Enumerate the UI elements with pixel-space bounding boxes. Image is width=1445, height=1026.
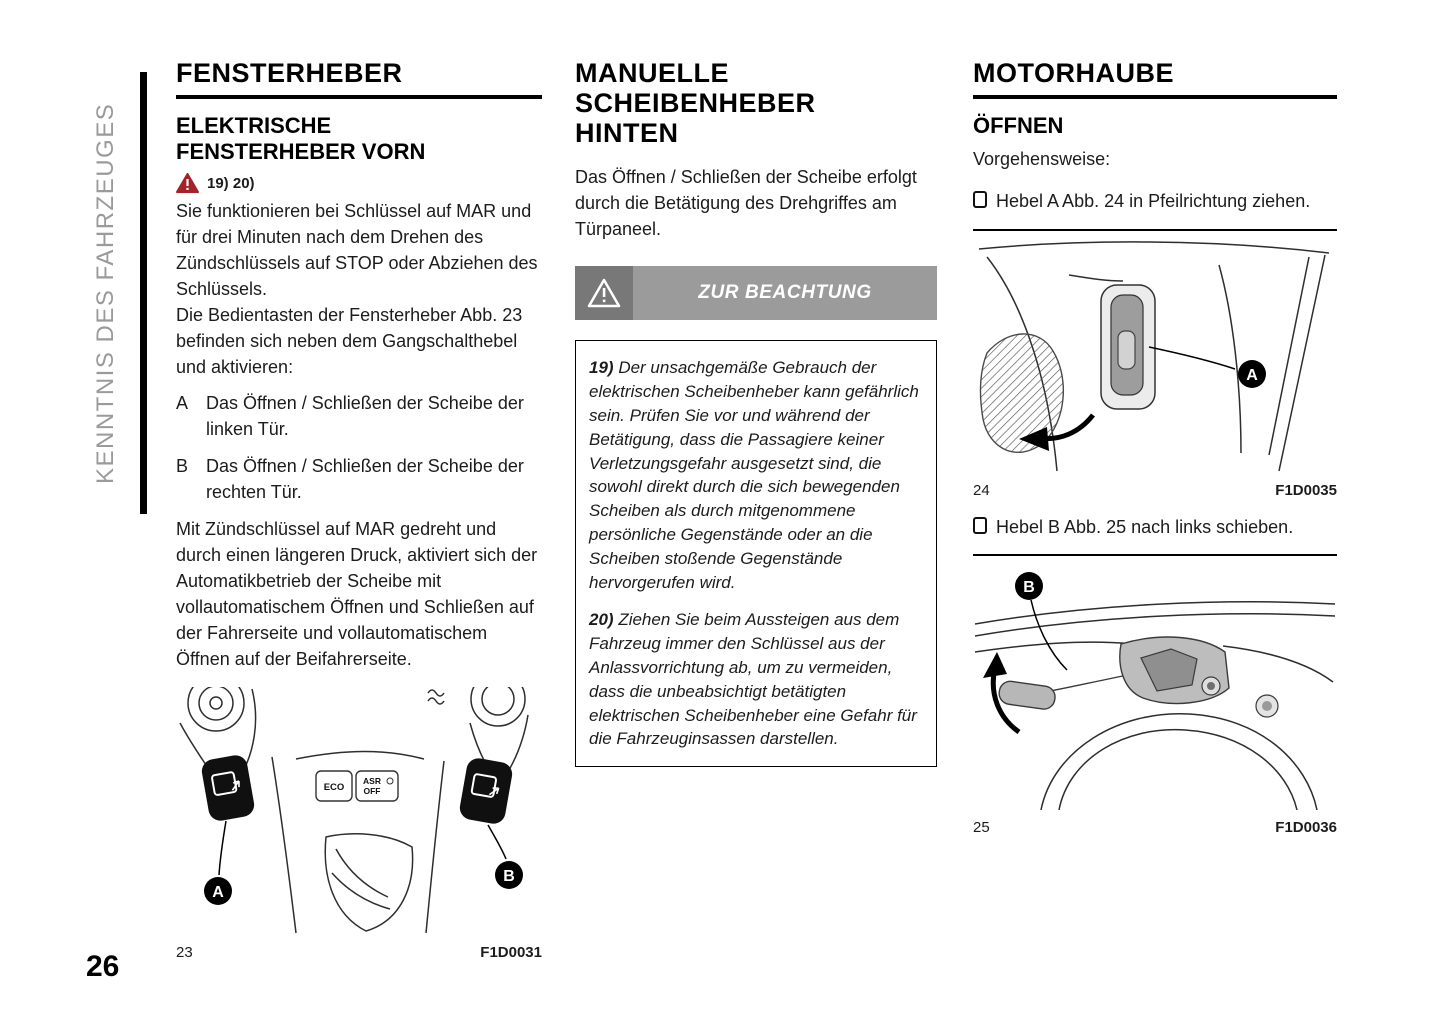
page-number: 26 [86,950,120,983]
figure-23-label-a-circle [204,876,232,905]
step-bullet-icon [973,191,987,209]
figure-number: 23 [176,943,193,961]
step-text: Hebel B Abb. 25 nach links schieben. [996,516,1294,537]
figure-number: 24 [973,481,990,499]
figure-25-label-b: B [1023,579,1035,596]
hood-release-lever [1100,283,1156,410]
warning-item-label: 20) [589,610,614,630]
window-switch-right [459,757,513,824]
asr-button-label-line1: ASR [363,776,381,786]
figure-23-label-a: A [212,884,224,901]
figure-code: F1D0036 [1275,818,1337,836]
speaker-grille [979,332,1064,453]
paragraph: Das Öffnen / Schließen der Scheibe erfol… [575,166,917,239]
notice-icon-box [575,266,633,321]
eco-button-label: ECO [324,782,345,793]
step-item-2: Hebel B Abb. 25 nach links schieben. [973,515,1337,541]
figure-23: ECO ASR OFF A B 23 F1D00 [176,670,542,961]
column-motorhaube: MOTORHAUBE ÖFFNEN Vorgehensweise: Hebel … [973,58,1337,836]
list-item-b: B Das Öffnen / Schließen der Scheibe der… [176,454,542,506]
asr-button-label-line2: OFF [364,786,381,796]
figure-top-rule [973,554,1337,556]
warning-item-label: 19) [589,358,614,378]
list-item-a: A Das Öffnen / Schließen der Scheibe der… [176,391,542,443]
figure-24: A 24 F1D0035 [973,235,1337,499]
figure-24-caption: 24 F1D0035 [973,482,1337,499]
section-title-motorhaube: MOTORHAUBE [973,58,1175,88]
section-title-fensterheber: FENSTERHEBER [176,58,403,88]
figure-24-label-a-circle [1238,359,1266,388]
list-item-label: B [176,456,189,477]
window-switch-left [201,754,255,821]
list-item-text: Das Öffnen / Schließen der Scheibe der l… [206,393,524,440]
step-bullet-icon [973,516,987,534]
step-item-1: Hebel A Abb. 24 in Pfeilrichtung ziehen. [973,189,1337,215]
paragraph: Sie funktionieren bei Schlüssel auf MAR … [176,201,538,299]
figure-code: F1D0031 [480,943,542,961]
subsection-title-elektrische: ELEKTRISCHE FENSTERHEBER VORN [176,113,426,165]
figure-25-caption: 25 F1D0036 [973,819,1337,836]
notice-title: ZUR BEACHTUNG [698,282,872,304]
figure-24-illustration: A [978,240,1330,471]
zur-beachtung-banner: ZUR BEACHTUNG [575,266,937,321]
paragraph: Vorgehensweise: [973,149,1111,170]
column-fensterheber: FENSTERHEBER ELEKTRISCHE FENSTERHEBER VO… [176,58,542,961]
figure-number: 25 [973,818,990,836]
column-manuelle-scheibenheber: MANUELLE SCHEIBENHEBER HINTEN Das Öffnen… [575,58,937,768]
list-item-label: A [176,393,189,414]
chapter-sidebar-bar [140,72,147,514]
title-rule [973,95,1337,100]
figure-25-illustration: B [974,571,1336,811]
figure-23-label-b: B [503,868,515,885]
warning-item-20: 20) Ziehen Sie beim Aussteigen aus dem F… [589,608,923,751]
step-text: Hebel A Abb. 24 in Pfeilrichtung ziehen. [996,191,1311,212]
figure-24-label-a: A [1246,367,1258,384]
warning-item-19: 19) Der unsachgemäße Gebrauch der elektr… [589,356,923,594]
paragraph: Mit Zündschlüssel auf MAR gedreht und du… [176,519,538,669]
section-title-manuelle: MANUELLE SCHEIBENHEBER HINTEN [575,58,816,149]
figure-code: F1D0035 [1275,481,1337,499]
title-rule [176,95,542,100]
chapter-sidebar-label: KENNTNIS DES FAHRZEUGES [92,102,119,484]
console-buttons: ECO ASR OFF [315,769,399,802]
list-item-text: Das Öffnen / Schließen der Scheibe der r… [206,456,524,503]
figure-23-illustration: ECO ASR OFF A B [179,670,529,933]
subsection-title-oeffnen: ÖFFNEN [973,113,1064,139]
safety-catch-lever [998,680,1056,710]
warning-reference-numbers: 19) 20) [207,174,255,192]
figure-top-rule [973,229,1337,231]
warning-item-text: Ziehen Sie beim Aussteigen aus dem Fahrz… [589,610,917,749]
warning-text-box: 19) Der unsachgemäße Gebrauch der elektr… [575,340,937,768]
warning-item-text: Der unsachgemäße Gebrauch der elektrisch… [589,358,919,592]
figure-25-label-b-circle [1015,571,1043,600]
paragraph: Die Bedientasten der Fensterheber Abb. 2… [176,304,523,377]
figure-23-label-b-circle [495,860,523,889]
figure-23-caption: 23 F1D0031 [176,944,542,961]
figure-25: B 25 F1D0036 [973,560,1337,836]
warning-triangle-icon [176,173,199,194]
warning-reference-row: 19) 20) [176,173,542,194]
notice-warning-triangle-icon [587,279,621,308]
